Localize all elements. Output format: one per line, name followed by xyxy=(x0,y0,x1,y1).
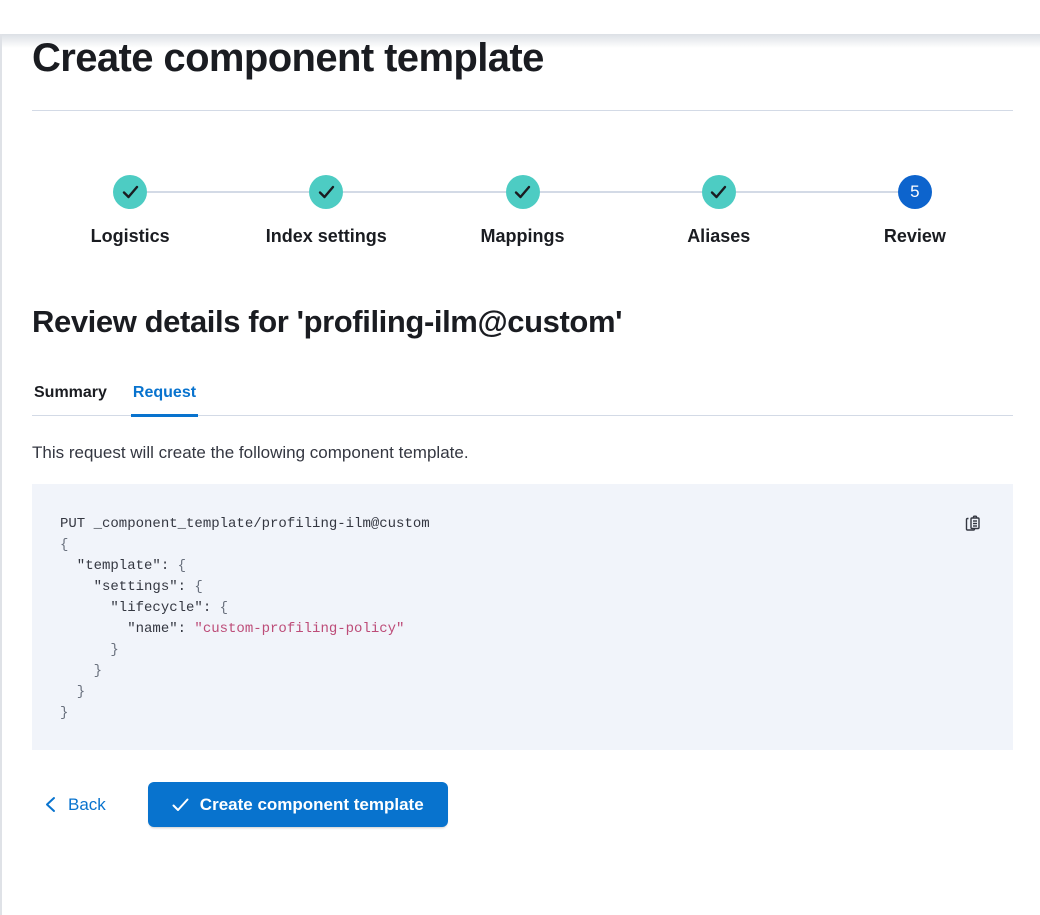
create-component-template-page: Create component template Logistics Index… xyxy=(0,34,1040,827)
code-line: } xyxy=(60,642,119,658)
page-title: Create component template xyxy=(32,36,544,80)
back-button-label: Back xyxy=(68,794,106,814)
step-mappings[interactable]: Mappings xyxy=(424,175,621,247)
code-line: } xyxy=(60,663,103,679)
step-complete-check-icon xyxy=(505,175,540,209)
code-line: } xyxy=(60,705,69,721)
code-line: { xyxy=(60,537,69,553)
step-aliases[interactable]: Aliases xyxy=(620,175,818,247)
chevron-left-icon xyxy=(44,796,57,813)
code-lines: PUT _component_template/profiling-ilm@cu… xyxy=(60,514,953,724)
footer: Back Create component template xyxy=(32,782,1013,827)
step-index-settings[interactable]: Index settings xyxy=(228,175,425,247)
step-logistics[interactable]: Logistics xyxy=(32,175,229,247)
request-code-block: PUT _component_template/profiling-ilm@cu… xyxy=(32,484,1013,750)
code-line: "name": "custom-profiling-policy" xyxy=(60,621,405,637)
step-complete-check-icon xyxy=(113,175,148,209)
review-heading: Review details for 'profiling-ilm@custom… xyxy=(32,304,623,339)
code-line: PUT _component_template/profiling-ilm@cu… xyxy=(60,516,430,532)
step-label: Mappings xyxy=(480,226,565,246)
check-icon xyxy=(172,798,189,812)
create-component-template-button[interactable]: Create component template xyxy=(147,782,448,827)
tab-summary[interactable]: Summary xyxy=(34,384,107,401)
tab-request[interactable]: Request xyxy=(130,383,199,417)
copy-to-clipboard-button[interactable] xyxy=(963,512,985,534)
step-label: Review xyxy=(883,226,946,246)
request-description: This request will create the following c… xyxy=(32,443,469,462)
step-complete-check-icon xyxy=(309,175,344,209)
code-line: "lifecycle": { xyxy=(60,600,229,616)
page-header: Create component template xyxy=(32,34,1013,111)
code-line: "settings": { xyxy=(60,579,203,595)
back-button[interactable]: Back xyxy=(44,795,106,815)
step-label: Aliases xyxy=(687,226,751,246)
code-line: "template": { xyxy=(60,558,187,574)
tabs: Summary Request xyxy=(32,383,1013,417)
step-label: Index settings xyxy=(265,226,387,246)
code-line: } xyxy=(60,684,86,700)
step-number: 5 xyxy=(897,175,932,209)
create-button-label: Create component template xyxy=(199,794,424,814)
copy-clipboard-icon xyxy=(964,513,984,533)
step-label: Logistics xyxy=(90,226,170,246)
step-complete-check-icon xyxy=(701,175,736,209)
